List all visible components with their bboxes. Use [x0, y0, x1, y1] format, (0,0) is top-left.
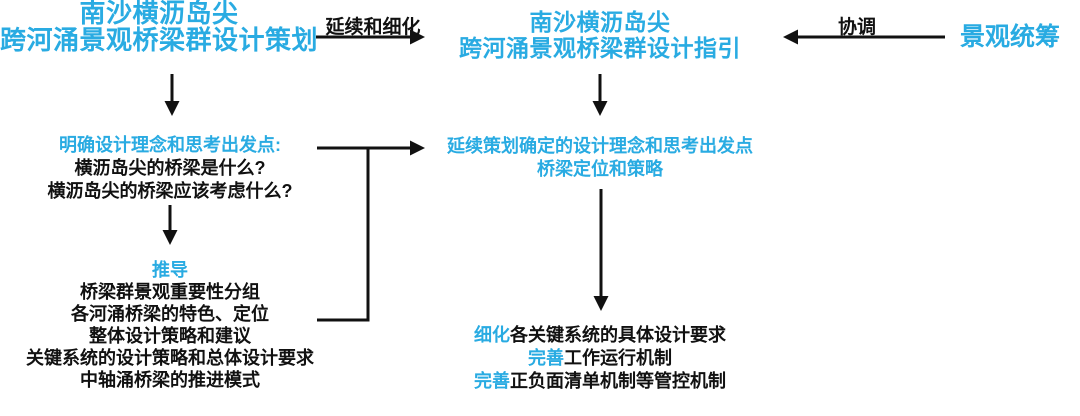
derive-item: 关键系统的设计策略和总体设计要求 [26, 348, 314, 368]
block-derive: 推导 桥梁群景观重要性分组 各河涌桥梁的特色、定位 整体设计策略和建议 关键系统… [0, 259, 340, 391]
detail-line: 细化各关键系统的具体设计要求 [430, 324, 770, 347]
concept-question-1: 横沥岛尖的桥梁是什么? [74, 158, 266, 178]
block-concept: 明确设计理念和思考出发点: 横沥岛尖的桥梁是什么? 横沥岛尖的桥梁应该考虑什么? [0, 134, 340, 203]
derive-heading: 推导 [152, 260, 188, 280]
block-continuation: 延续策划确定的设计理念和思考出发点 桥梁定位和策略 [430, 135, 770, 181]
derive-item: 各河涌桥梁的特色、定位 [71, 304, 269, 324]
detail-line: 完善正负面清单机制等管控机制 [430, 370, 770, 393]
block-overall-coordination: 景观统筹 [959, 23, 1060, 51]
refine-arrow-label: 延续和细化 [325, 17, 421, 38]
block-guide-title: 南沙横沥岛尖 跨河涌景观桥梁群设计指引 [430, 9, 770, 61]
detail-rest: 工作运行机制 [564, 348, 672, 368]
detail-rest: 正负面清单机制等管控机制 [510, 371, 726, 391]
continuation-line2: 桥梁定位和策略 [537, 159, 663, 179]
derive-item: 整体设计策略和建议 [89, 326, 251, 346]
guide-title-line1: 南沙横沥岛尖 [529, 9, 671, 35]
merge-bracket-arrow [317, 148, 422, 322]
derive-item: 中轴涌桥梁的推进模式 [80, 370, 260, 390]
detail-rest: 各关键系统的具体设计要求 [510, 325, 726, 345]
plan-title-line1: 南沙横沥岛尖 [79, 0, 239, 28]
derive-item: 桥梁群景观重要性分组 [80, 282, 260, 302]
detail-prefix: 细化 [474, 325, 510, 345]
block-details: 细化各关键系统的具体设计要求 完善工作运行机制 完善正负面清单机制等管控机制 [430, 324, 770, 393]
plan-title-line2: 跨河涌景观桥梁群设计策划 [0, 25, 319, 55]
guide-title-line2: 跨河涌景观桥梁群设计指引 [459, 35, 741, 61]
detail-prefix: 完善 [528, 348, 564, 368]
block-plan-title: 南沙横沥岛尖 跨河涌景观桥梁群设计策划 [0, 0, 318, 54]
concept-question-2: 横沥岛尖的桥梁应该考虑什么? [47, 181, 293, 201]
detail-prefix: 完善 [474, 371, 510, 391]
continuation-line1: 延续策划确定的设计理念和思考出发点 [447, 136, 753, 156]
concept-heading: 明确设计理念和思考出发点: [59, 135, 281, 155]
detail-line: 完善工作运行机制 [430, 347, 770, 370]
coordinate-arrow-label: 协调 [837, 17, 876, 38]
